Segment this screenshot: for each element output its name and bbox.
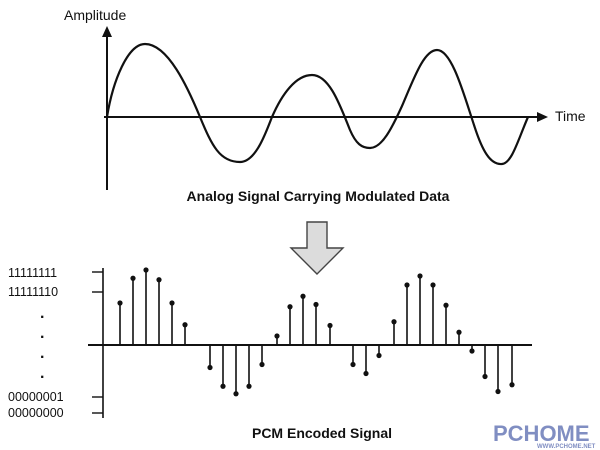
time-label: Time	[555, 108, 586, 124]
sample-point	[469, 348, 475, 354]
pchome-watermark-logo: PCHOME WWW.PCHOME.NET	[493, 421, 596, 450]
sample-point	[404, 282, 410, 288]
watermark-text: PCHOME	[493, 421, 590, 446]
sample-point	[169, 300, 175, 306]
level-ellipsis: .	[40, 325, 44, 342]
sample-point	[182, 322, 188, 328]
level-label-max-minus-one: 11111110	[8, 285, 58, 299]
sample-point	[376, 352, 382, 359]
level-label-zero: 00000000	[8, 406, 64, 420]
level-ellipsis: .	[40, 365, 44, 382]
sample-point	[391, 319, 397, 325]
sample-point	[417, 273, 423, 279]
analog-caption: Analog Signal Carrying Modulated Data	[187, 188, 450, 204]
sample-point	[274, 333, 280, 339]
sample-point	[143, 267, 149, 273]
sample-point	[313, 301, 319, 308]
sample-point	[456, 329, 462, 335]
sample-point	[287, 304, 293, 310]
level-label-one: 00000001	[8, 390, 64, 404]
sample-point	[233, 391, 239, 397]
sample-point	[156, 277, 162, 283]
pcm-caption: PCM Encoded Signal	[252, 425, 392, 441]
analog-wave	[105, 42, 530, 166]
y-axis-arrow-icon	[102, 26, 112, 37]
sample-point	[443, 302, 449, 308]
sample-point	[207, 364, 213, 371]
sample-point	[363, 370, 369, 377]
x-axis-arrow-icon	[537, 112, 548, 122]
sample-point	[482, 373, 488, 380]
pcm-sample-stems	[117, 267, 515, 397]
sample-point	[246, 383, 252, 389]
sample-point	[220, 383, 226, 389]
pcm-signal-diagram: 11111111 11111110 . . . . 00000001 00000…	[8, 266, 532, 441]
sample-point	[509, 382, 515, 388]
sample-point	[130, 275, 136, 281]
level-label-max: 11111111	[8, 266, 57, 280]
down-arrow-icon	[289, 221, 345, 275]
level-ellipsis: .	[40, 345, 44, 362]
sample-point	[430, 282, 436, 288]
amplitude-label: Amplitude	[64, 7, 126, 23]
sample-point	[495, 388, 501, 395]
analog-signal-diagram: Amplitude Time Analog Signal Carrying Mo…	[64, 7, 586, 204]
watermark-sub: WWW.PCHOME.NET	[537, 444, 596, 450]
sample-point	[259, 361, 265, 368]
sample-point	[300, 293, 306, 299]
sample-point	[327, 322, 333, 329]
sample-point	[350, 361, 356, 368]
sample-point	[117, 300, 123, 306]
level-ellipsis: .	[40, 305, 44, 322]
